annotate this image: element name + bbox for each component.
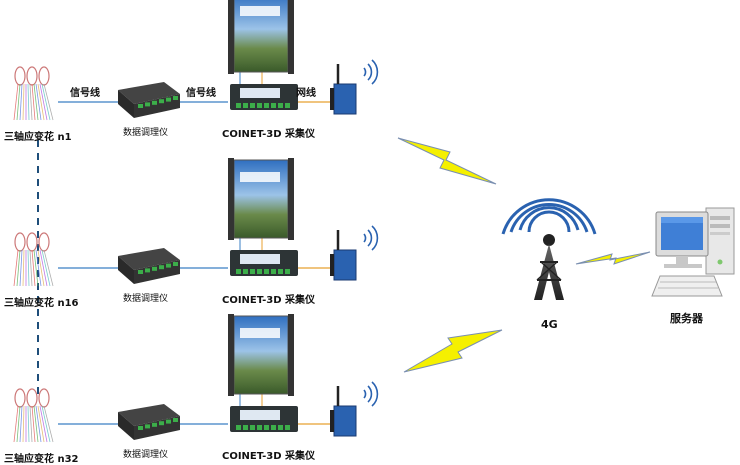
- strain-rosette-icon: [13, 232, 54, 287]
- collector-label: COINET-3D 采集仪: [222, 295, 316, 306]
- 4g-modem-icon: [330, 225, 379, 281]
- acquisition-row: [13, 314, 379, 443]
- conditioner-label: 数据调理仪: [123, 128, 169, 138]
- server-label: 服务器: [670, 312, 703, 325]
- conditioner-label: 数据调理仪: [123, 294, 169, 304]
- wireless-link-bolt-bottom: [403, 329, 503, 373]
- data-conditioner-device: [118, 404, 180, 440]
- conditioner-label: 数据调理仪: [123, 450, 169, 460]
- sensor-label: 三轴应变花 n16: [4, 298, 79, 309]
- wireless-link-bolt-top: [397, 137, 497, 185]
- 4g-modem-icon: [330, 381, 379, 437]
- data-conditioner-device: [118, 82, 180, 118]
- cell-tower-icon: [501, 198, 597, 300]
- acquisition-row: [13, 0, 379, 121]
- 4g-modem-icon: [330, 59, 379, 115]
- network-cable-label: 网线: [296, 88, 316, 99]
- wireless-link-bolt-server: [575, 251, 651, 265]
- sensor-label: 三轴应变花 n1: [4, 132, 72, 143]
- collector-device: [228, 314, 298, 432]
- acquisition-row: [13, 158, 379, 287]
- signal-line-label: 信号线: [186, 88, 216, 99]
- collector-device: [228, 0, 298, 110]
- collector-label: COINET-3D 采集仪: [222, 129, 316, 140]
- server-computer-icon: [651, 207, 735, 297]
- data-conditioner-device: [118, 248, 180, 284]
- collector-label: COINET-3D 采集仪: [222, 451, 316, 462]
- collector-device: [228, 158, 298, 276]
- signal-line-label: 信号线: [70, 88, 100, 99]
- strain-rosette-icon: [13, 66, 54, 121]
- sensor-label: 三轴应变花 n32: [4, 454, 79, 465]
- tower-label: 4G: [541, 318, 558, 331]
- strain-rosette-icon: [13, 388, 54, 443]
